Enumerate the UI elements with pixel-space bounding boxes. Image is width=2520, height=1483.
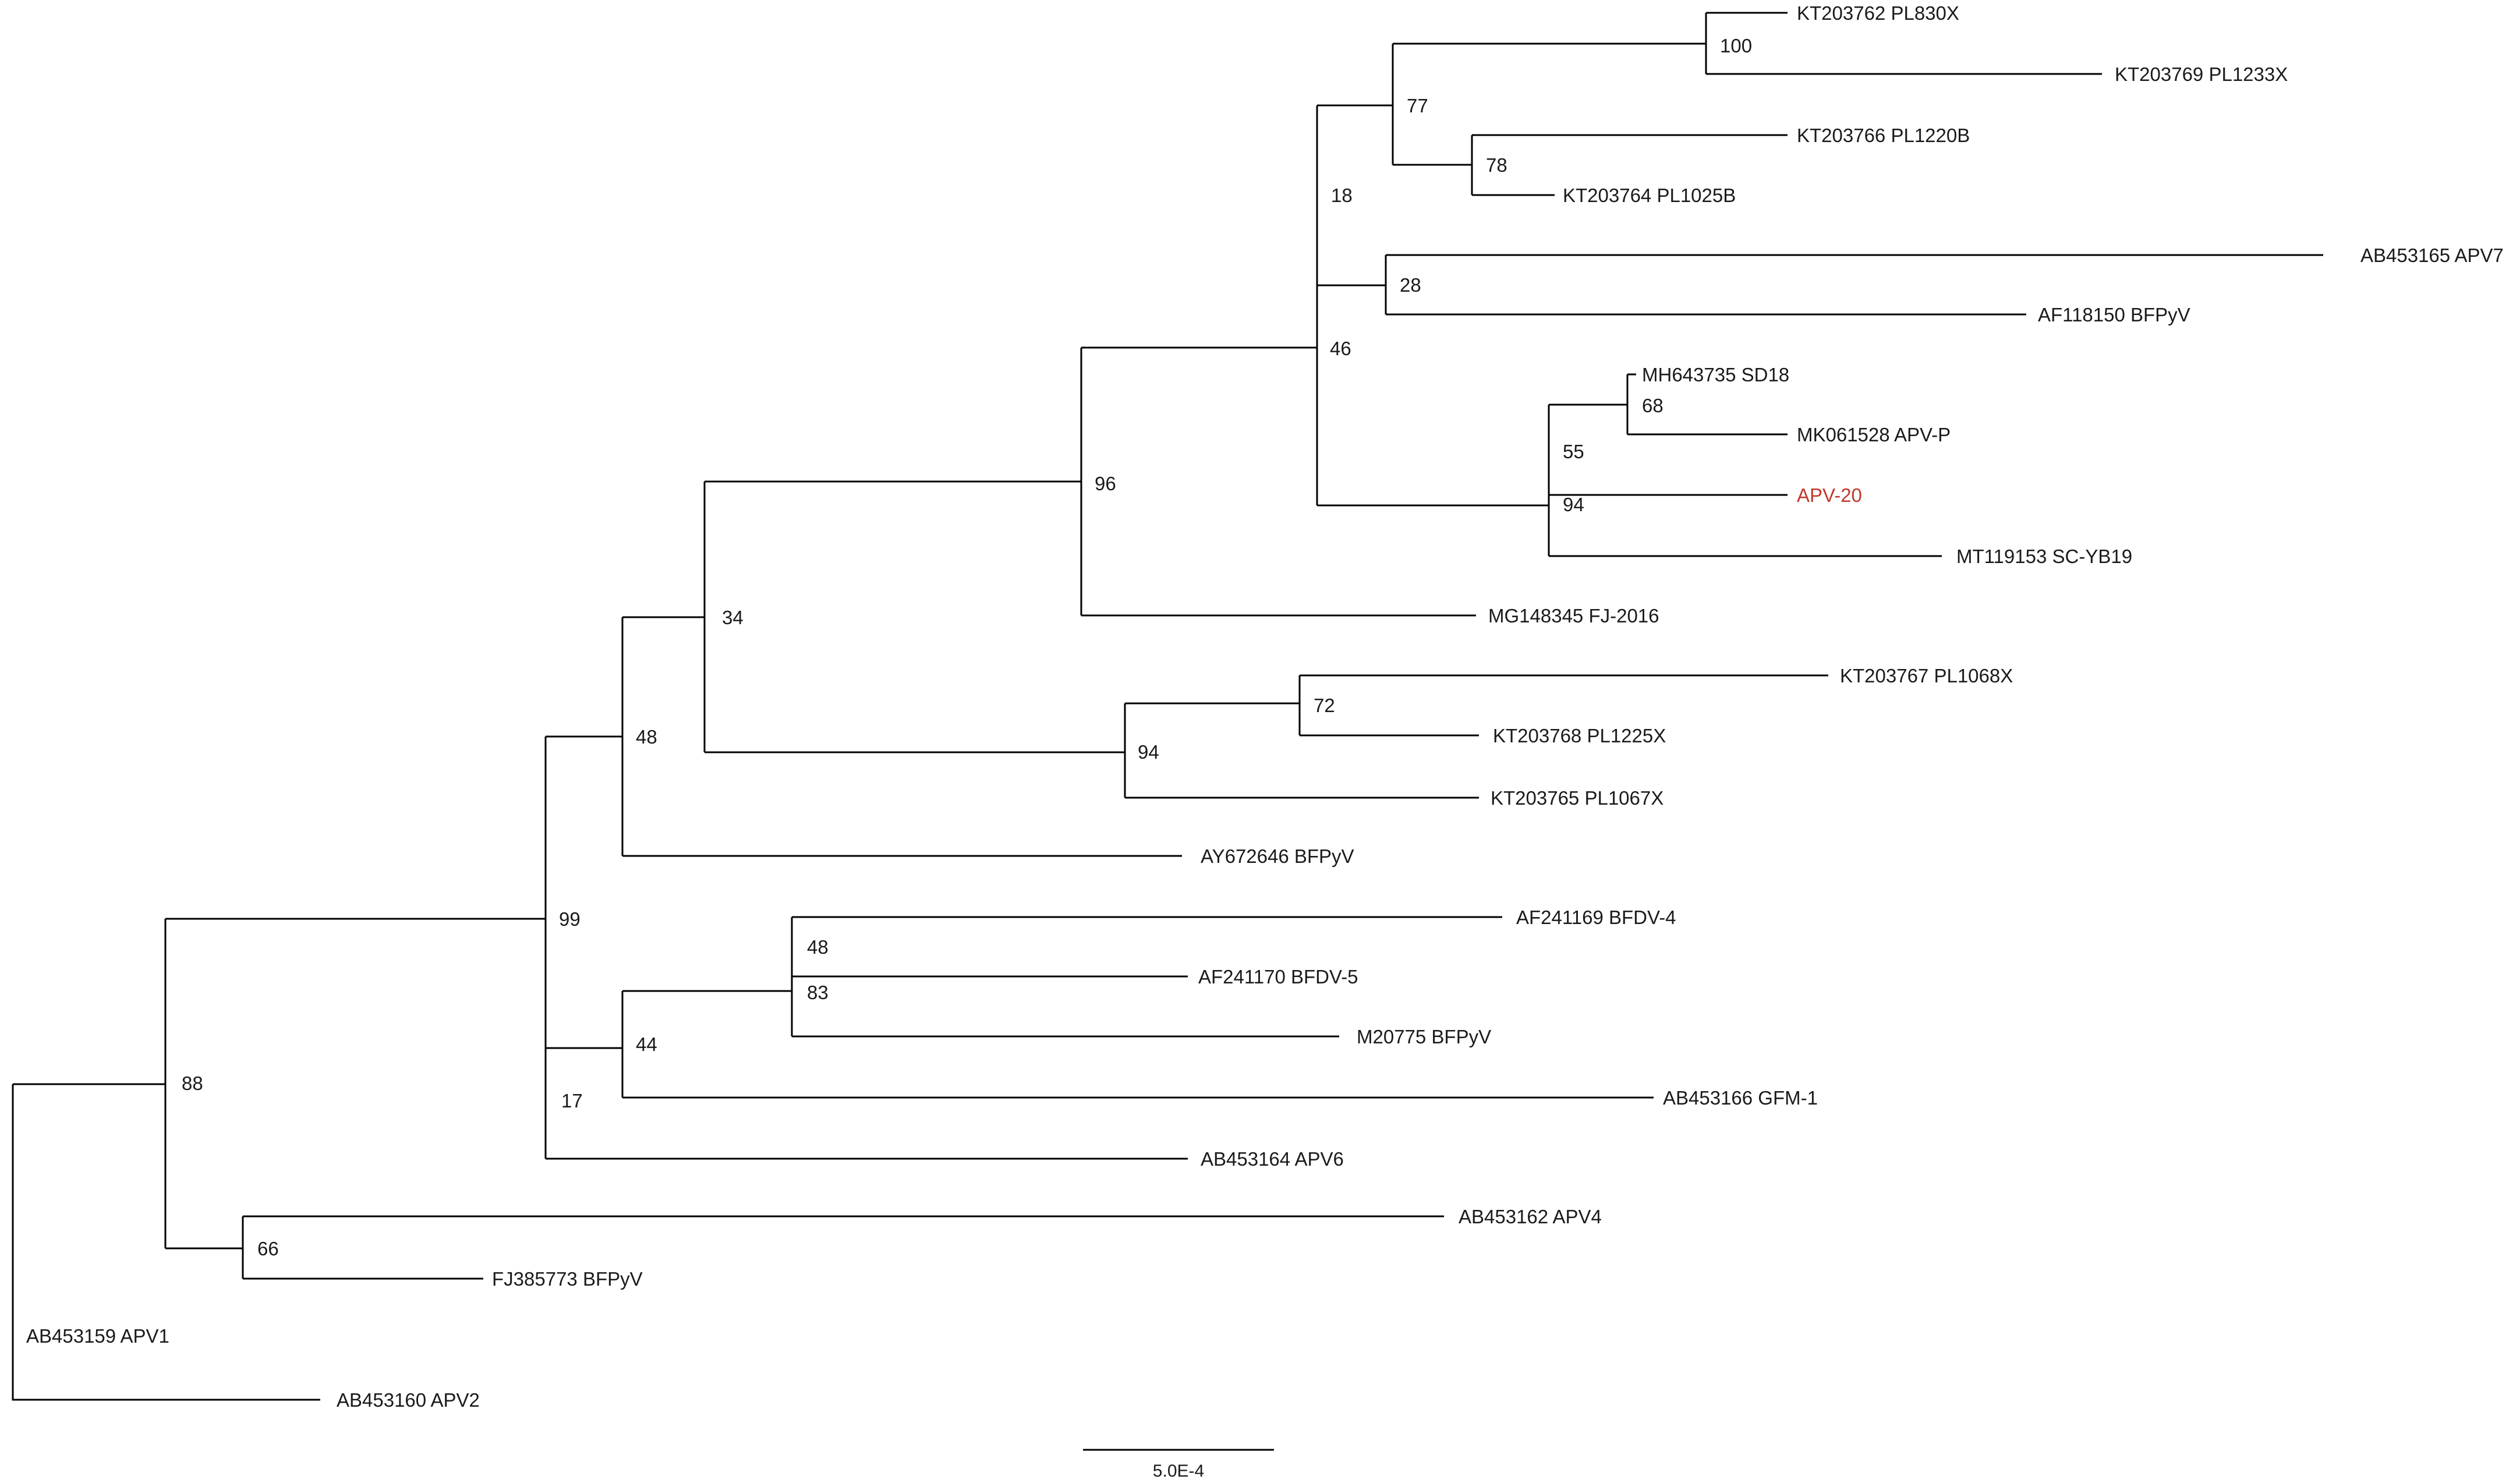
- bootstrap-value: 44: [636, 1034, 657, 1055]
- leaf-label: KT203764 PL1025B: [1563, 185, 1736, 206]
- bootstrap-value: 78: [1486, 154, 1507, 176]
- bootstrap-value: 94: [1138, 741, 1159, 763]
- leaf-label: AF118150 BFPyV: [2038, 304, 2190, 325]
- scale-bar-label: 5.0E-4: [1153, 1461, 1204, 1481]
- leaf-label: MK061528 APV-P: [1797, 424, 1951, 445]
- leaf-label: AB453159 APV1: [26, 1325, 169, 1347]
- bootstrap-value: 96: [1095, 473, 1116, 494]
- bootstrap-value: 99: [559, 908, 581, 930]
- bootstrap-value: 55: [1563, 441, 1584, 462]
- bootstrap-value: 88: [182, 1073, 203, 1094]
- leaf-label: AB453160 APV2: [337, 1389, 480, 1411]
- bootstrap-value: 48: [636, 726, 657, 748]
- bootstrap-value: 34: [722, 607, 744, 628]
- bootstrap-value: 46: [1330, 338, 1351, 359]
- bootstrap-value: 48: [807, 936, 829, 958]
- leaf-label-highlighted: APV-20: [1797, 484, 1862, 506]
- leaf-label: AB453162 APV4: [1459, 1206, 1602, 1227]
- tree-branches: [12, 12, 2323, 1401]
- leaf-label: KT203767 PL1068X: [1840, 665, 2013, 686]
- leaf-label: KT203769 PL1233X: [2115, 63, 2288, 85]
- leaf-label: AB453164 APV6: [1201, 1148, 1344, 1170]
- leaf-label: MT119153 SC-YB19: [1956, 546, 2132, 567]
- bootstrap-value: 100: [1720, 35, 1752, 56]
- leaf-label: FJ385773 BFPyV: [492, 1268, 643, 1290]
- bootstrap-values: 100 77 78 18 28 46 68 55 94 96 34 72 94 …: [182, 35, 1752, 1259]
- leaf-label: AB453165 APV7: [2360, 245, 2504, 266]
- leaf-label: KT203768 PL1225X: [1493, 725, 1666, 746]
- bootstrap-value: 77: [1407, 95, 1428, 116]
- leaf-label: AB453166 GFM-1: [1663, 1087, 1818, 1109]
- bootstrap-value: 18: [1331, 185, 1353, 206]
- bootstrap-value: 68: [1642, 395, 1664, 416]
- leaf-label: KT203766 PL1220B: [1797, 125, 1970, 146]
- bootstrap-value: 83: [807, 982, 829, 1003]
- bootstrap-value: 28: [1400, 274, 1421, 296]
- bootstrap-value: 66: [257, 1238, 279, 1259]
- bootstrap-value: 72: [1314, 695, 1335, 716]
- leaf-label: MH643735 SD18: [1642, 364, 1789, 385]
- leaf-label: AY672646 BFPyV: [1201, 845, 1354, 867]
- leaf-label: MG148345 FJ-2016: [1488, 605, 1659, 627]
- bootstrap-value: 17: [561, 1090, 583, 1112]
- leaf-label: AF241170 BFDV-5: [1198, 966, 1358, 988]
- leaf-labels: KT203762 PL830X KT203769 PL1233X KT20376…: [26, 2, 2504, 1411]
- branch-root: [12, 1084, 320, 1401]
- bootstrap-value: 94: [1563, 494, 1584, 515]
- leaf-label: KT203762 PL830X: [1797, 2, 1959, 24]
- leaf-label: KT203765 PL1067X: [1491, 787, 1664, 809]
- leaf-label: M20775 BFPyV: [1357, 1026, 1491, 1047]
- scale-bar: 5.0E-4: [1083, 1449, 1274, 1481]
- leaf-label: AF241169 BFDV-4: [1516, 907, 1676, 928]
